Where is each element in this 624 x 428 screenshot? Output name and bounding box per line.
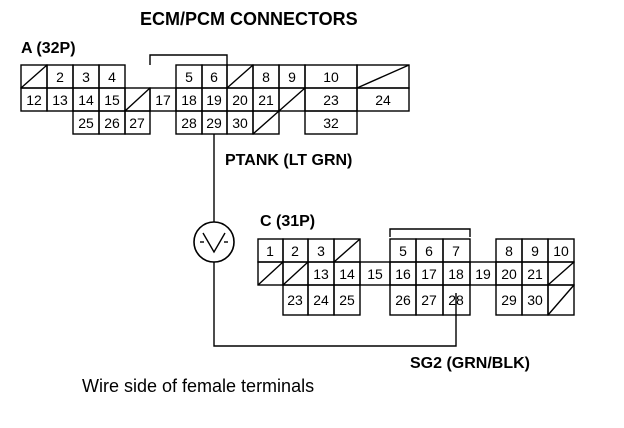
- pin-c-12-empty-slash: [282, 261, 309, 286]
- pin-a-23-label: 23: [323, 92, 339, 108]
- pin-c-10-label: 10: [553, 243, 569, 259]
- pin-a-27-label: 27: [129, 115, 145, 131]
- pin-c-18-label: 18: [448, 266, 464, 282]
- pin-a-31: [252, 110, 280, 135]
- pin-c-2-label: 2: [291, 243, 299, 259]
- pin-c-8-label: 8: [505, 243, 513, 259]
- sg2-wire: [213, 262, 457, 347]
- pin-a-10-label: 10: [323, 69, 339, 85]
- pin-c-1-label: 1: [266, 243, 274, 259]
- pin-a-32: [304, 110, 358, 135]
- pin-c-27-label: 27: [421, 292, 437, 308]
- pin-a-26-label: 26: [104, 115, 120, 131]
- pin-c-26-label: 26: [395, 292, 411, 308]
- pin-c-23-label: 23: [287, 292, 303, 308]
- pin-a-24: [356, 87, 410, 112]
- pin-a-4-label: 4: [108, 69, 116, 85]
- pin-a-15-label: 15: [104, 92, 120, 108]
- connector-a: 2 3 4 5 6 8 9 10 12 13 14 15 17 18 1: [20, 54, 410, 135]
- pin-c-16-label: 16: [395, 266, 411, 282]
- pin-c-7-label: 7: [452, 243, 460, 259]
- pin-a-11-empty-slash: [356, 64, 410, 89]
- pin-c-30-label: 30: [527, 292, 543, 308]
- connector-c-label: C (31P): [260, 213, 315, 230]
- pin-a-17-label: 17: [155, 92, 171, 108]
- pin-a-3-label: 3: [82, 69, 90, 85]
- pin-a-6-label: 6: [210, 69, 218, 85]
- connector-c-lock-tab: [389, 228, 471, 237]
- pin-c-15-label: 15: [367, 266, 383, 282]
- pin-c-21-label: 21: [527, 266, 543, 282]
- pin-a-7-empty-slash: [226, 64, 254, 89]
- pin-a-32-label: 32: [323, 115, 339, 131]
- connector-a-label: A (32P): [21, 40, 76, 57]
- pin-c-31: [547, 284, 575, 316]
- pin-c-24-label: 24: [313, 292, 329, 308]
- pin-c-17-label: 17: [421, 266, 437, 282]
- pin-a-18-label: 18: [181, 92, 197, 108]
- pin-a-2-label: 2: [56, 69, 64, 85]
- pin-a-9-label: 9: [288, 69, 296, 85]
- pin-a-31-empty-slash: [252, 110, 280, 135]
- pin-c-5-label: 5: [399, 243, 407, 259]
- pin-a-22-empty-slash: [278, 87, 306, 112]
- pin-a-24-label: 24: [375, 92, 391, 108]
- voltmeter-v-glyph: [202, 232, 226, 254]
- pin-a-14-label: 14: [78, 92, 94, 108]
- pin-a-27: [124, 110, 151, 135]
- pin-c-13-label: 13: [313, 266, 329, 282]
- pin-c-14-label: 14: [339, 266, 355, 282]
- pin-a-29-label: 29: [206, 115, 222, 131]
- pin-a-21-label: 21: [258, 92, 274, 108]
- wire-label-sg2: SG2 (GRN/BLK): [410, 355, 530, 372]
- connector-a-lock-tab: [149, 54, 228, 65]
- pin-c-31-empty-slash: [547, 284, 575, 316]
- pin-a-12-label: 12: [26, 92, 42, 108]
- pin-c-25-label: 25: [339, 292, 355, 308]
- pin-a-13-label: 13: [52, 92, 68, 108]
- pin-c-6-label: 6: [425, 243, 433, 259]
- pin-c-25: [333, 284, 361, 316]
- pin-a-5-label: 5: [185, 69, 193, 85]
- pin-a-30-label: 30: [232, 115, 248, 131]
- pin-c-29-label: 29: [501, 292, 517, 308]
- pin-c-19-label: 19: [475, 266, 491, 282]
- pin-a-25-label: 25: [78, 115, 94, 131]
- diagram-title: ECM/PCM CONNECTORS: [140, 9, 358, 29]
- pin-c-20-label: 20: [501, 266, 517, 282]
- wire-label-ptank: PTANK (LT GRN): [225, 152, 352, 169]
- pin-a-28-label: 28: [181, 115, 197, 131]
- pin-a-1-empty-slash: [20, 64, 48, 89]
- pin-a-19-label: 19: [206, 92, 222, 108]
- connector-c: 1 2 3 5 6 7 8 9 10 13 14 15 16 17 18: [257, 228, 575, 316]
- pin-a-20-label: 20: [232, 92, 248, 108]
- pin-a-16-empty-slash: [124, 87, 151, 112]
- pin-c-22-empty-slash: [547, 261, 575, 286]
- pin-c-3-label: 3: [317, 243, 325, 259]
- pin-c-11-empty-slash: [257, 261, 284, 286]
- pin-c-4-empty-slash: [333, 238, 361, 263]
- pin-c-9-label: 9: [531, 243, 539, 259]
- caption-text: Wire side of female terminals: [82, 376, 314, 396]
- pin-a-8-label: 8: [262, 69, 270, 85]
